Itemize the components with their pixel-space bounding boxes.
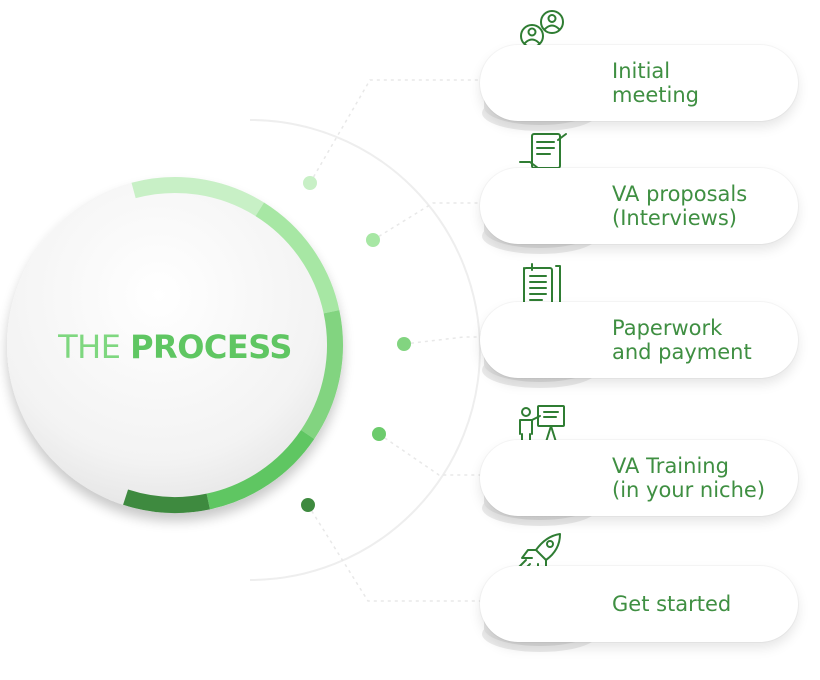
step-card-5: Get started [480,566,798,642]
paperwork-icon [523,263,561,309]
step-label-4: VA Training (in your niche) [612,454,766,502]
step-label-2: VA proposals (Interviews) [612,182,748,230]
step-card-3: Paperwork and payment [480,302,798,378]
ring-segment-3 [300,310,343,439]
people-meeting-icon [520,10,564,48]
process-circle [7,177,343,513]
step-label-5: Get started [612,592,732,616]
title-light-word: THE [58,328,121,366]
page-title: THE PROCESS [40,328,310,366]
presentation-trainer-icon [519,405,565,445]
connector-line-1 [309,79,480,184]
step-card-2: VA proposals (Interviews) [480,168,798,244]
title-bold-word: PROCESS [130,328,292,366]
ring-segment-1 [131,177,265,217]
step-label-3: Paperwork and payment [612,316,752,364]
connector-line-4 [378,433,480,476]
connector-arc [249,119,481,581]
connector-line-2 [372,202,480,241]
step-dot-3 [397,337,411,351]
connector-lines [307,79,480,602]
step-dot-1 [303,176,317,190]
connector-line-3 [403,336,480,345]
progress-ring [123,177,343,513]
ring-segment-4 [206,429,315,510]
connector-line-5 [307,504,480,602]
step-dot-4 [372,427,386,441]
step-label-1: Initial meeting [612,59,700,107]
ring-segment-2 [255,202,340,314]
step-dots [301,176,411,512]
step-dot-5 [301,498,315,512]
ring-segment-5 [123,489,210,513]
step-card-4: VA Training (in your niche) [480,440,798,516]
step-card-1: Initial meeting [480,45,798,121]
step-dot-2 [366,233,380,247]
